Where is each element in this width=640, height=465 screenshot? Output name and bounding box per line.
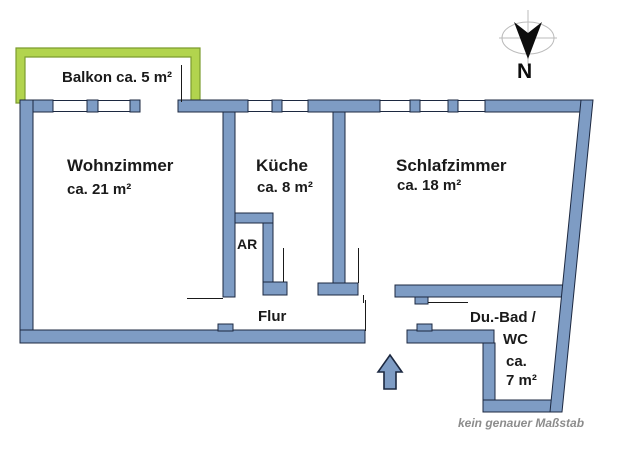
wall-top-segment xyxy=(271,99,283,113)
wall-right-slanted xyxy=(549,99,594,413)
bad-area-line1: ca. xyxy=(506,353,527,370)
compass: N xyxy=(499,10,557,83)
wall-bad-left xyxy=(482,342,496,402)
wall-ar-right xyxy=(262,222,274,284)
door-lines xyxy=(181,65,468,331)
abstellraum-label: AR xyxy=(237,236,257,252)
door-jamb-bad-lower xyxy=(416,323,433,332)
wall-kueche-schlafzimmer xyxy=(332,111,346,284)
door-jamb-wohnzimmer xyxy=(217,323,234,332)
bad-label-line2: WC xyxy=(503,331,528,348)
wall-top-segment xyxy=(177,99,249,113)
kueche-label: Küche xyxy=(256,156,308,175)
balcony-frame xyxy=(15,47,201,104)
wall-bottom-right xyxy=(406,329,495,344)
bad-area-line2: 7 m² xyxy=(506,372,537,389)
entrance-arrow-icon xyxy=(376,353,404,390)
wohnzimmer-area: ca. 21 m² xyxy=(67,181,131,198)
wall-kueche-schlafzimmer-foot xyxy=(317,282,359,296)
wall-left xyxy=(19,99,34,344)
bad-label-line1: Du.-Bad / xyxy=(470,309,537,326)
wall-ar-foot xyxy=(262,281,288,296)
wall-top-segment xyxy=(129,99,141,113)
balkon-label: Balkon ca. 5 m² xyxy=(62,69,172,86)
scale-footnote: kein genauer Maßstab xyxy=(458,416,584,430)
wall-top-segment xyxy=(307,99,381,113)
wall-top-segment xyxy=(447,99,459,113)
window-lines xyxy=(53,100,485,112)
north-arrow-icon xyxy=(514,22,542,59)
room-labels: Balkon ca. 5 m² Wohnzimmer ca. 21 m² Küc… xyxy=(62,69,537,389)
wall-top-segment xyxy=(409,99,421,113)
wall-top-segment xyxy=(86,99,99,113)
flur-label: Flur xyxy=(258,308,286,325)
compass-north-label: N xyxy=(517,60,532,83)
kueche-area: ca. 8 m² xyxy=(257,179,313,196)
wall-ar-top xyxy=(234,212,274,224)
wall-bad-bottom xyxy=(482,399,562,413)
wall-bottom-left xyxy=(19,329,366,344)
schlafzimmer-label: Schlafzimmer xyxy=(396,156,507,175)
wall-structure xyxy=(19,99,594,413)
door-jamb-bad-upper xyxy=(414,296,429,305)
schlafzimmer-area: ca. 18 m² xyxy=(397,177,461,194)
wall-wohnzimmer-kueche xyxy=(222,111,236,298)
wall-top-segment xyxy=(484,99,586,113)
wall-schlafzimmer-bottom xyxy=(394,284,566,298)
wohnzimmer-label: Wohnzimmer xyxy=(67,156,174,175)
